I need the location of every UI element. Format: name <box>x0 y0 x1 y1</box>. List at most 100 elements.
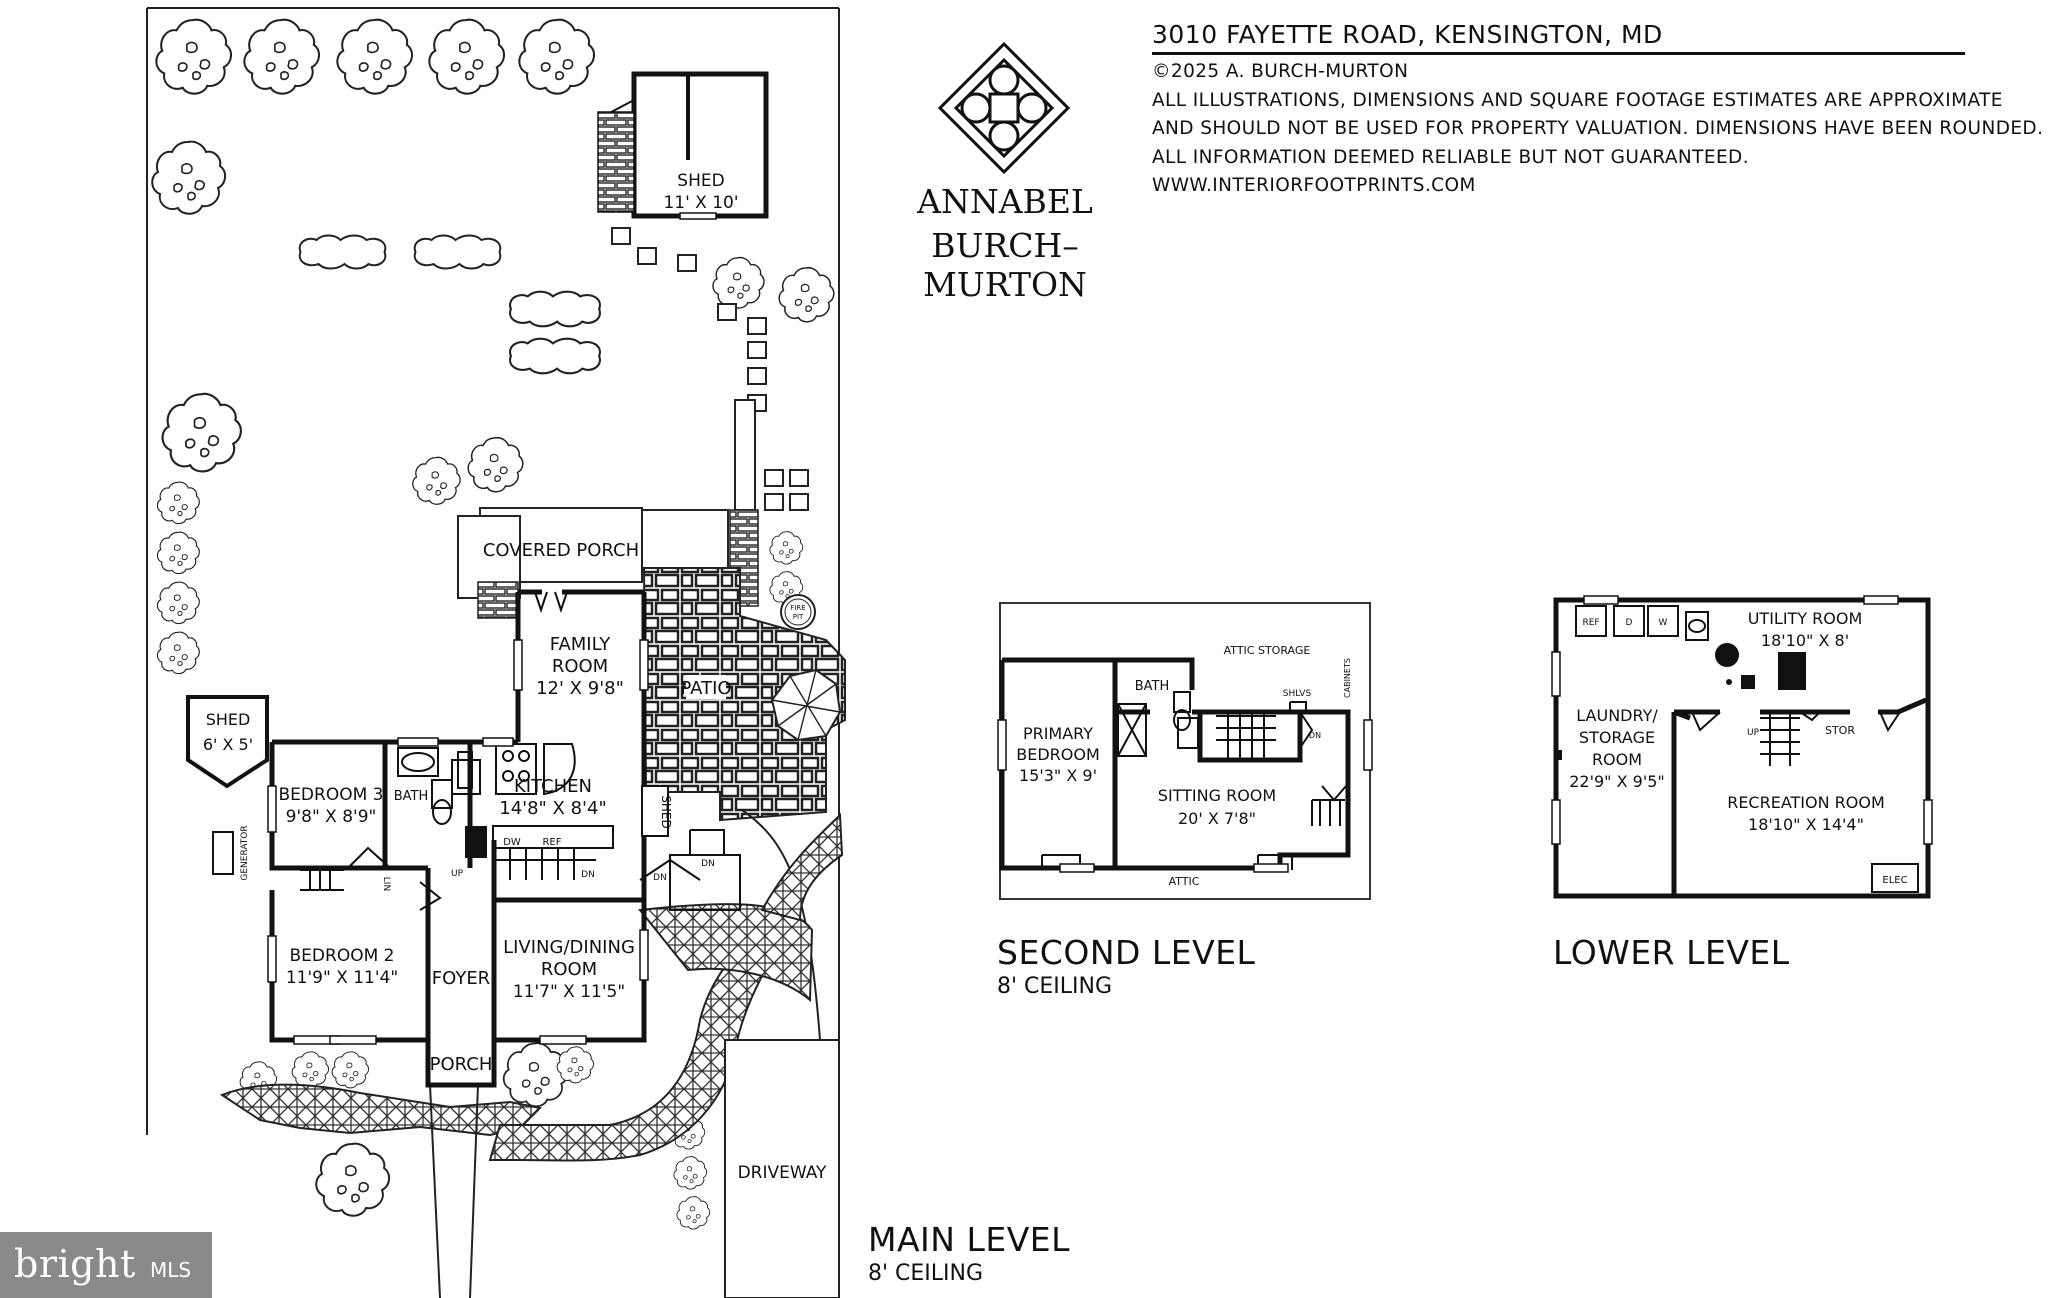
small-shed: SHED 6' X 5' <box>186 695 269 789</box>
walkway: DRIVEWAY <box>219 812 844 1298</box>
living-dining-label-1: LIVING/DINING <box>503 937 635 958</box>
upper-bath-label: BATH <box>1135 679 1170 694</box>
linen-closet-label: LIN <box>381 877 391 891</box>
shrubs-group <box>298 234 602 375</box>
utility-room-label: UTILITY ROOM <box>1748 609 1863 628</box>
shed-large-label: SHED <box>677 171 724 191</box>
driveway-label: DRIVEWAY <box>738 1163 827 1183</box>
laundry-label-2: STORAGE <box>1579 728 1655 747</box>
covered-porch-label: COVERED PORCH <box>483 540 639 561</box>
storage-closet-label: STOR <box>1825 724 1855 737</box>
tree-icon <box>676 1196 711 1230</box>
lower-level-title: LOWER LEVEL <box>1553 933 1790 972</box>
tree-icon <box>467 436 524 493</box>
upper-stairs-down-label: DN <box>1309 731 1321 740</box>
main-level-labels: FAMILY ROOM 12' X 9'8" BEDROOM 3 9'8" X … <box>279 634 715 1075</box>
disclaimer-line-1: ALL ILLUSTRATIONS, DIMENSIONS AND SQUARE… <box>1152 89 2003 111</box>
exterior-stairs-down-label: DN <box>653 873 667 883</box>
family-room-label-2: ROOM <box>552 656 608 677</box>
tree-icon <box>315 1142 391 1217</box>
dryer-label: D <box>1626 618 1633 628</box>
tree-icon <box>778 266 835 323</box>
shelves-label: SHLVS <box>1283 689 1312 699</box>
cabinets-label: CABINETS <box>1343 658 1352 698</box>
tree-icon <box>712 256 765 309</box>
kitchen-dims: 14'8" X 8'4" <box>499 798 607 819</box>
brand-name-first: ANNABEL <box>917 182 1093 221</box>
recreation-room-label: RECREATION ROOM <box>1727 793 1885 812</box>
lower-stairs-up-label: UP <box>1747 728 1760 738</box>
shed-large-dims: 11' X 10' <box>663 193 738 213</box>
tree-icon <box>156 581 200 625</box>
chimney-block <box>465 826 487 858</box>
dishwasher-label: DW <box>503 837 521 848</box>
fire-pit-label-2: PIT <box>793 613 804 621</box>
laundry-dims: 22'9" X 9'5" <box>1569 772 1665 791</box>
tree-icon <box>673 1156 708 1190</box>
watermark-suffix: MLS <box>150 1258 192 1282</box>
shrub-icon <box>413 234 502 270</box>
lower-level-plan: REF D W UTILITY ROOM 18'10" X 8' LAUNDRY… <box>1551 595 1933 899</box>
shed-small-dims: 6' X 5' <box>203 735 253 754</box>
tree-icon <box>156 481 200 525</box>
lower-level-title-block: LOWER LEVEL <box>1553 933 1790 972</box>
recreation-room-dims: 18'10" X 14'4" <box>1748 815 1864 834</box>
windows <box>267 639 649 1045</box>
foyer-label: FOYER <box>432 968 490 989</box>
primary-bedroom-label-1: PRIMARY <box>1023 724 1093 743</box>
sitting-room-dims: 20' X 7'8" <box>1178 809 1256 828</box>
disclaimer-line-3: ALL INFORMATION DEEMED RELIABLE BUT NOT … <box>1152 146 1749 168</box>
main-level-title: MAIN LEVEL <box>868 1220 1071 1259</box>
second-level-ceiling: 8' CEILING <box>997 974 1113 999</box>
porch-label: PORCH <box>430 1054 493 1075</box>
water-heater-icon <box>1715 643 1739 667</box>
tree-icon <box>518 18 596 95</box>
tree-icon <box>412 456 461 505</box>
tree-icon <box>336 18 414 95</box>
exterior-stairs-down-label-2: DN <box>701 859 715 869</box>
tree-icon <box>156 531 200 575</box>
tree-icon <box>155 18 233 95</box>
furnace-icon <box>1741 675 1755 689</box>
side-shed-label: SHED <box>659 795 673 828</box>
attic-storage-label: ATTIC STORAGE <box>1224 644 1311 657</box>
patio: PATIO FIRE PIT <box>642 567 846 1041</box>
living-dining-dims: 11'7" X 11'5" <box>513 982 625 1002</box>
tree-icon <box>769 531 804 565</box>
laundry-label-1: LAUNDRY/ <box>1576 706 1658 725</box>
tree-icon <box>428 18 506 95</box>
copyright-text: ©2025 A. BURCH-MURTON <box>1152 61 1409 82</box>
second-level-plan: ATTIC STORAGE BATH SHLVS CABINETS PRIMAR… <box>997 602 1373 900</box>
stairs-up-label: UP <box>451 869 464 879</box>
tree-icon <box>556 1046 595 1084</box>
hvac-unit-icon <box>1778 652 1806 690</box>
generator-label: GENERATOR <box>240 825 250 880</box>
brand-name-last: BURCH–MURTON <box>923 226 1087 304</box>
refrigerator-label: REF <box>542 837 561 848</box>
laundry-label-3: ROOM <box>1592 750 1642 769</box>
tree-icon <box>291 1051 330 1089</box>
primary-bedroom-dims: 15'3" X 9' <box>1019 766 1097 785</box>
sitting-room-label: SITTING ROOM <box>1158 786 1276 805</box>
main-level-title-block: MAIN LEVEL 8' CEILING <box>868 1220 1070 1286</box>
main-level-ceiling: 8' CEILING <box>868 1261 984 1286</box>
tree-icon <box>243 18 321 95</box>
mls-watermark: bright MLS <box>0 1232 212 1298</box>
attic-label: ATTIC <box>1169 875 1200 888</box>
bedroom-2-label: BEDROOM 2 <box>290 946 395 966</box>
family-room-label-1: FAMILY <box>550 634 611 655</box>
shrub-icon <box>508 290 602 328</box>
stepping-stones <box>611 227 809 511</box>
shrub-icon <box>298 234 387 270</box>
website-link[interactable]: WWW.INTERIORFOOTPRINTS.COM <box>1152 175 1476 196</box>
tree-icon <box>502 1042 569 1108</box>
lower-ref-label: REF <box>1582 618 1599 628</box>
address-underline <box>1152 52 1965 55</box>
main-level-fixtures <box>300 591 741 911</box>
primary-bedroom-label-2: BEDROOM <box>1016 745 1100 764</box>
property-lines <box>146 7 840 1135</box>
shrub-icon <box>508 337 602 375</box>
disclaimer-block: ©2025 A. BURCH-MURTON ALL ILLUSTRATIONS,… <box>1152 58 2043 201</box>
stairs-down-label: DN <box>581 870 595 880</box>
kitchen-label: KITCHEN <box>514 776 592 797</box>
